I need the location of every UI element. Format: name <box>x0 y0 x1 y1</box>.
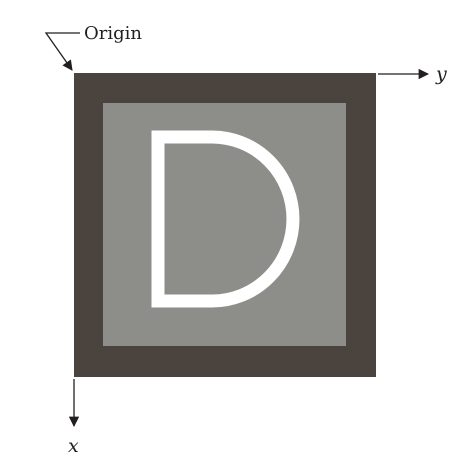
x-axis-label: x <box>68 435 79 457</box>
origin-label: Origin <box>84 23 142 44</box>
y-axis-label: y <box>435 63 447 85</box>
origin-leader-line <box>44 32 80 71</box>
letter-d-shape <box>151 130 300 308</box>
